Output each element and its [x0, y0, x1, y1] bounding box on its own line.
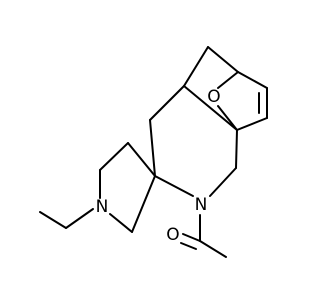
- bond-pip-n-bottom: [109, 213, 133, 233]
- bond-ch-bridge-alkene: [237, 71, 268, 89]
- bond-ch2-quaternary: [235, 129, 238, 169]
- nitrogen-ring-label: N: [195, 195, 208, 215]
- bond-quaternary-o: [217, 105, 238, 131]
- bond-n-ch2: [209, 167, 237, 197]
- bond-ch2-top-ch-bridge: [207, 46, 239, 73]
- bond-ring-fusion: [183, 85, 238, 131]
- molecule-diagram: O N N O: [39, 46, 268, 258]
- atom-labels: O N N O: [96, 87, 221, 245]
- bond-spiro-n: [154, 175, 194, 197]
- bond-n-ethyl: [65, 208, 94, 229]
- oxygen-bridge-label: O: [207, 87, 220, 107]
- nitrogen-piperidine-label: N: [96, 197, 109, 217]
- bond-ch-ch2-top: [183, 46, 209, 87]
- bond-carbonyl-o: [182, 233, 201, 242]
- bond-ch2-spiro: [149, 119, 156, 177]
- bond-pip-bottom: [131, 175, 156, 233]
- bond-pip-top: [99, 142, 129, 171]
- bond-o-ch-bridge: [217, 71, 239, 89]
- bond-ethyl: [39, 211, 67, 229]
- bond-ch-ch2-left: [149, 85, 185, 121]
- structure-canvas: O N N O: [39, 46, 268, 258]
- bond-alkene-quaternary: [236, 117, 268, 131]
- bond-carbonyl-methyl: [199, 240, 227, 258]
- bond-spiro-pip-top: [127, 142, 156, 177]
- bond-carbonyl-o-double: [180, 242, 197, 250]
- oxygen-carbonyl-label: O: [166, 225, 179, 245]
- bonds: [39, 46, 268, 258]
